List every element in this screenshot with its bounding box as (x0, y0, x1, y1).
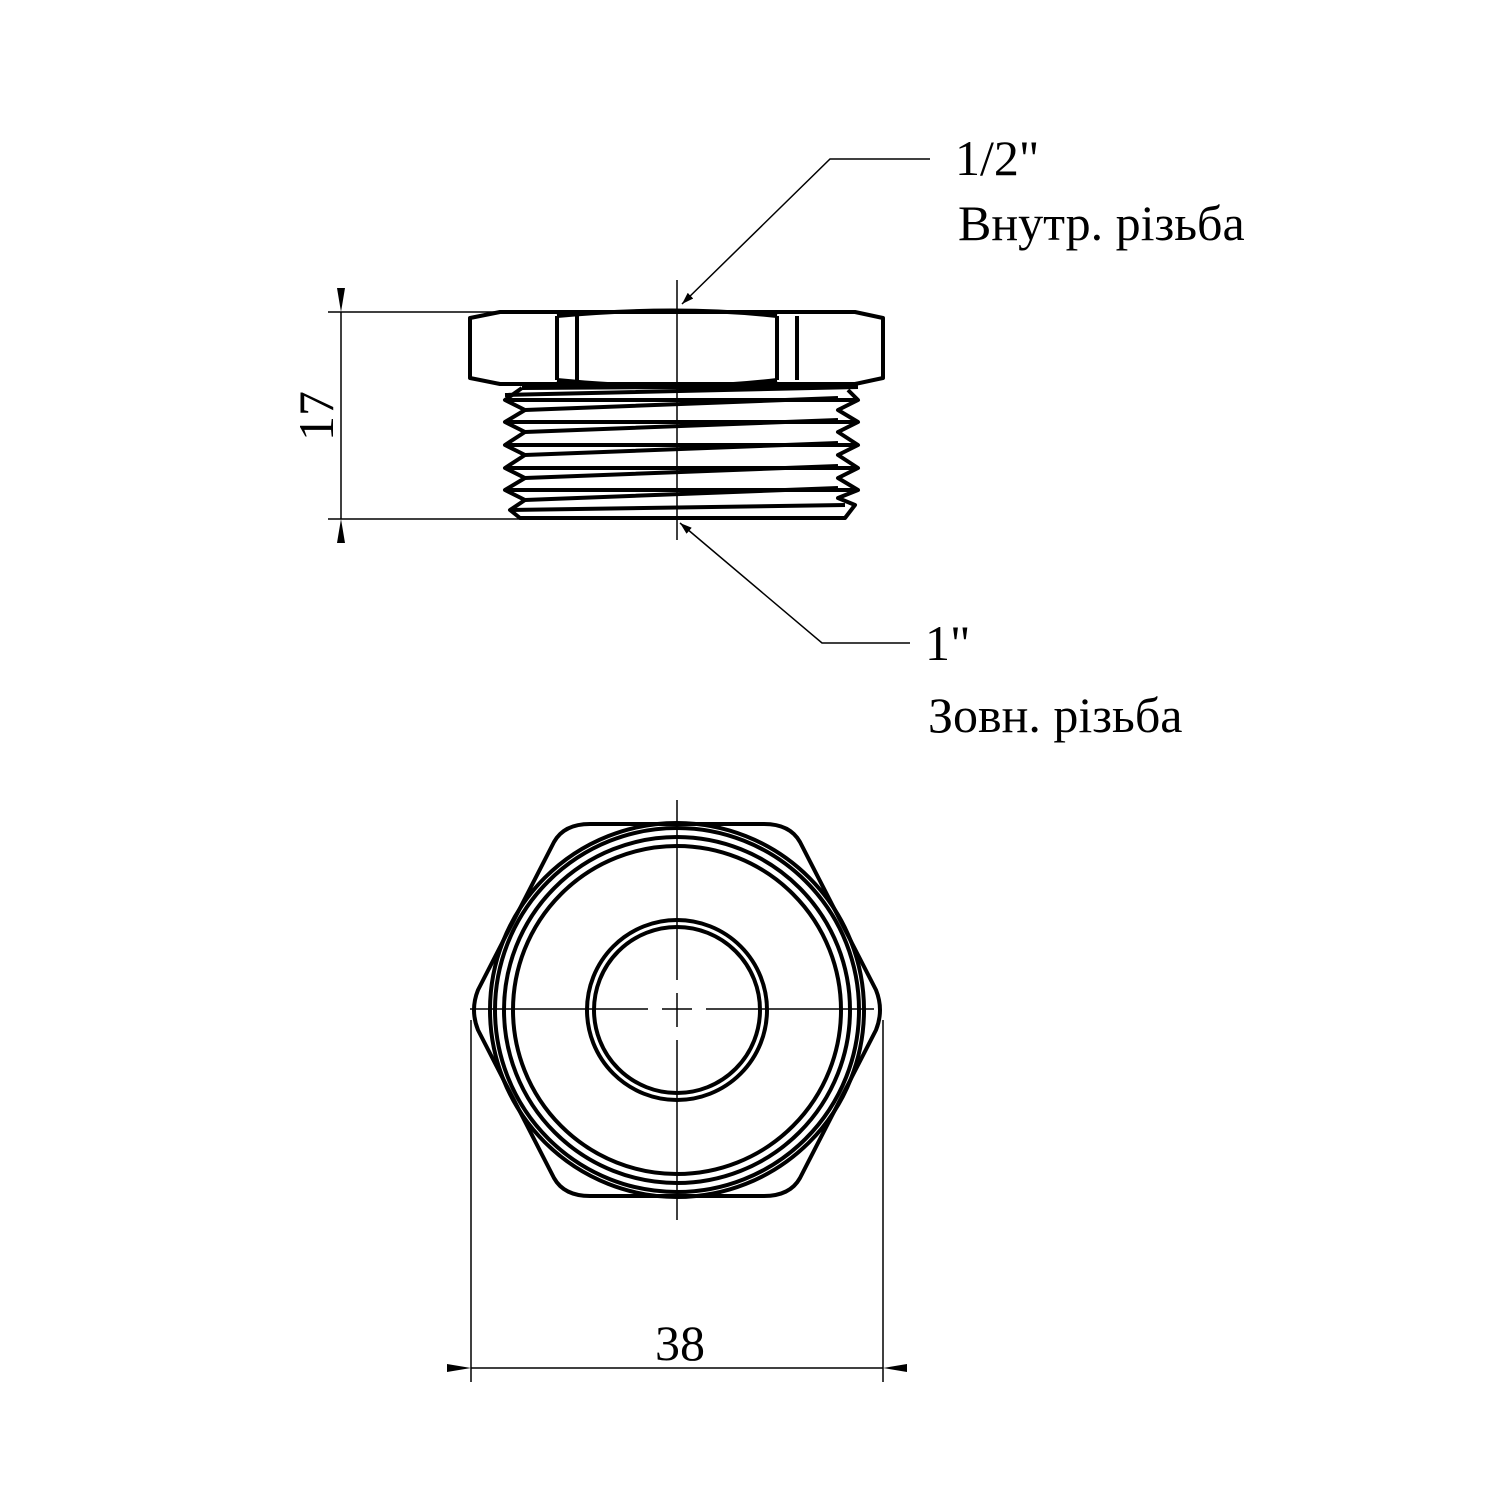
internal-thread-leader (681, 158, 930, 305)
side-view (468, 280, 885, 540)
external-thread-leader (679, 522, 910, 644)
width-dimension (447, 1020, 907, 1382)
front-view (470, 800, 882, 1220)
height-dimension-label: 17 (288, 391, 344, 441)
internal-thread-size: 1/2" (955, 130, 1039, 186)
hex-nut-side (468, 308, 885, 388)
external-thread-label: Зовн. різьба (928, 687, 1183, 743)
width-dimension-label: 38 (655, 1315, 705, 1371)
height-dimension (328, 288, 520, 543)
internal-thread-label: Внутр. різьба (958, 195, 1245, 251)
external-thread-size: 1" (925, 615, 970, 671)
external-thread-side (503, 384, 860, 520)
center-lines (470, 800, 874, 1220)
hexagon-outline (472, 822, 882, 1198)
